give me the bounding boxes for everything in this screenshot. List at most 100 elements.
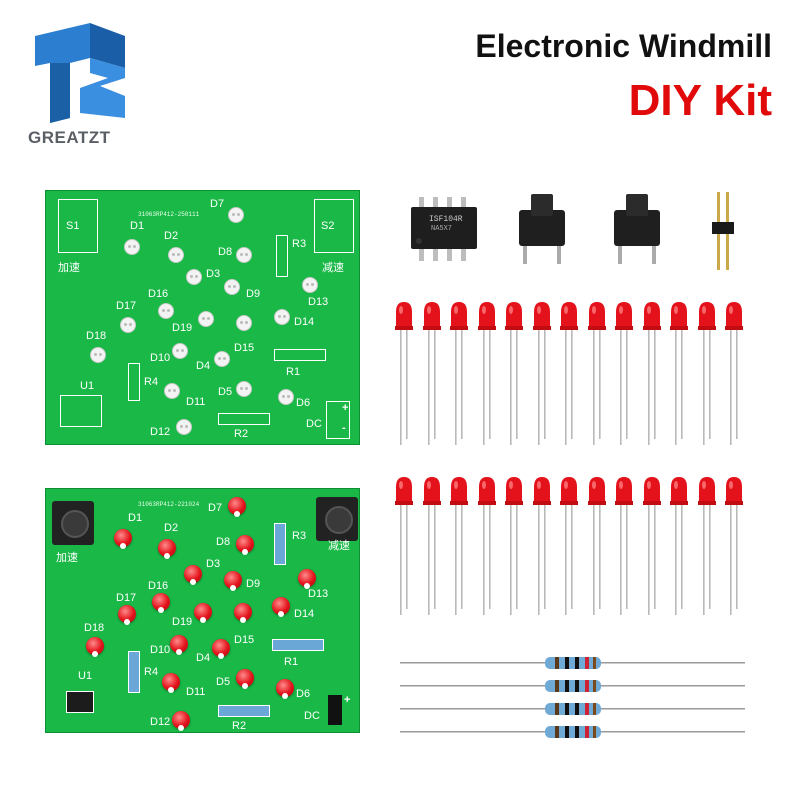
led-d11 [162,673,180,693]
label-d2: D2 [164,230,179,242]
led-icon [476,300,498,450]
led-d18 [86,637,104,657]
led-icon [558,300,580,450]
led-row [393,475,763,620]
label-u1: U1 [78,670,93,682]
led-pad [236,315,252,331]
ic-marking: ISF104R [429,215,463,224]
label-d11: D11 [186,686,206,698]
led-d15 [234,603,252,623]
led-d9 [224,571,242,591]
led-pad [124,239,140,255]
label-d18: D18 [86,330,107,342]
label-dc: DC [304,710,320,722]
led-icon [531,475,553,620]
switch-left-label: 加速 [56,552,78,564]
led-pad [198,311,214,327]
label-d3: D3 [206,268,221,280]
led-d1 [114,529,132,549]
switch-footprint-s2 [314,199,354,253]
label-r3: R3 [292,238,307,250]
led-icon [641,300,663,450]
led-d6 [276,679,294,699]
resistor-r3 [274,523,286,565]
switch-left-label: 加速 [58,262,80,274]
led-icon [613,475,635,620]
tact-switch-left-icon [52,501,94,545]
resistor-icon [400,725,745,739]
label-d8: D8 [216,536,231,548]
ic-chip-icon: ISF104R NA5X7 [405,195,485,265]
label-d6: D6 [296,397,311,409]
led-icon [503,475,525,620]
pcb-bare: 31063RP412-250111 S1 S2 加速 减速 D1 D2 D3 D… [45,190,360,445]
led-pad [274,309,290,325]
brand-logo-icon [30,18,130,128]
dc-plus: + [342,402,349,414]
led-pad [168,247,184,263]
pcb-code: 31063RP412-250111 [138,211,200,218]
led-d10 [170,635,188,655]
tact-switch-right-icon [316,497,358,541]
label-d17: D17 [116,300,137,312]
page-subtitle: DIY Kit [628,76,772,125]
pin-header-icon [708,192,738,272]
led-d3 [184,565,202,585]
led-pad [228,207,244,223]
label-d13: D13 [308,296,329,308]
tact-switch-icon [515,190,570,270]
led-icon [421,475,443,620]
dc-minus: - [342,422,346,434]
label-r4: R4 [144,376,159,388]
label-d19: D19 [172,616,193,628]
led-icon [393,300,415,450]
label-d3: D3 [206,558,221,570]
label-d12: D12 [150,716,171,728]
label-d16: D16 [148,580,169,592]
label-d4: D4 [196,360,211,372]
resistor-r1 [272,639,324,651]
label-d5: D5 [218,386,233,398]
label-d16: D16 [148,288,169,300]
led-icon [393,475,415,620]
led-pad [90,347,106,363]
led-icon [503,300,525,450]
label-d14: D14 [294,608,315,620]
dc-footprint [326,401,350,439]
led-d16 [152,593,170,613]
led-icon [531,300,553,450]
label-d9: D9 [246,578,261,590]
label-r4: R4 [144,666,159,678]
label-d4: D4 [196,652,211,664]
led-pad [236,381,252,397]
led-d12 [172,711,190,731]
led-d13 [298,569,316,589]
resistor-icon [400,679,745,693]
led-d14 [272,597,290,617]
resistor-icon [400,702,745,716]
ic-marking-2: NA5X7 [431,225,453,233]
led-icon [723,475,745,620]
led-pad [236,247,252,263]
label-d15: D15 [234,634,255,646]
led-icon [476,475,498,620]
led-pad [172,343,188,359]
led-icon [586,300,608,450]
label-d15: D15 [234,342,255,354]
label-d19: D19 [172,322,193,334]
led-pad [214,351,230,367]
label-r1: R1 [284,656,299,668]
led-pad [158,303,174,319]
label-s2: S2 [321,220,335,232]
led-d19 [194,603,212,623]
label-r1: R1 [286,366,301,378]
resistor-r2 [218,705,270,717]
label-s1: S1 [66,220,80,232]
resistor-footprint-r3 [276,235,288,277]
led-icon [586,475,608,620]
led-icon [668,300,690,450]
led-d2 [158,539,176,559]
dc-connector-icon [328,695,342,725]
label-d6: D6 [296,688,311,700]
led-icon [613,300,635,450]
